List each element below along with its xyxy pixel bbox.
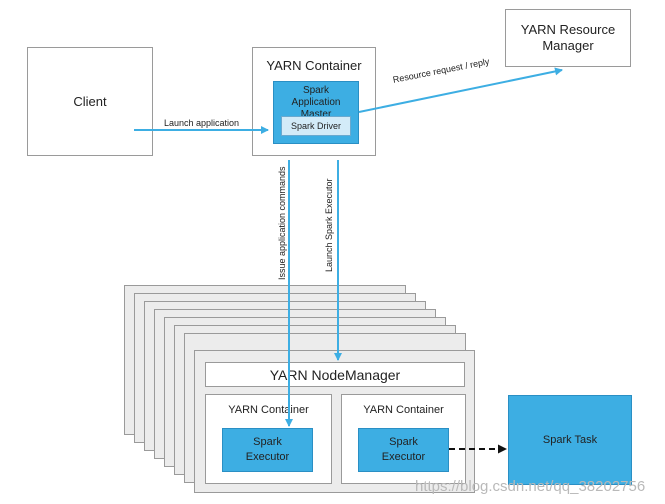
yarn-container-2: YARN Container Spark Executor (341, 394, 466, 484)
yarn-container-1: YARN Container Spark Executor (205, 394, 332, 484)
spark-executor-1: Spark Executor (222, 428, 313, 472)
spark-task: Spark Task (508, 395, 632, 485)
arrow-resource-request (358, 67, 563, 113)
spark-task-label: Spark Task (542, 434, 598, 446)
spark-driver: Spark Driver (281, 116, 351, 136)
edge-label-launch-application: Launch application (164, 118, 240, 128)
spark-executor-2: Spark Executor (358, 428, 449, 472)
resource-manager: YARN Resource Manager (505, 9, 631, 67)
app-master-label: Spark Application Master (291, 85, 341, 120)
client-label: Client (73, 94, 107, 109)
yarn-container-top-title: YARN Container (266, 58, 362, 73)
client-box: Client (27, 47, 153, 156)
spark-executor-2-label: Spark Executor (381, 436, 426, 463)
resource-manager-label: YARN Resource Manager (520, 22, 616, 53)
yarn-container-top: YARN Container Spark Application Master … (252, 47, 376, 156)
node-manager: YARN NodeManager (205, 362, 465, 387)
watermark: https://blog.csdn.net/qq_38202756 (415, 478, 646, 495)
node-manager-label: YARN NodeManager (269, 366, 401, 383)
spark-application-master: Spark Application Master Spark Driver (273, 81, 359, 144)
spark-driver-label: Spark Driver (290, 121, 341, 131)
spark-executor-1-label: Spark Executor (245, 436, 290, 463)
yarn-container-2-title: YARN Container (363, 404, 444, 416)
